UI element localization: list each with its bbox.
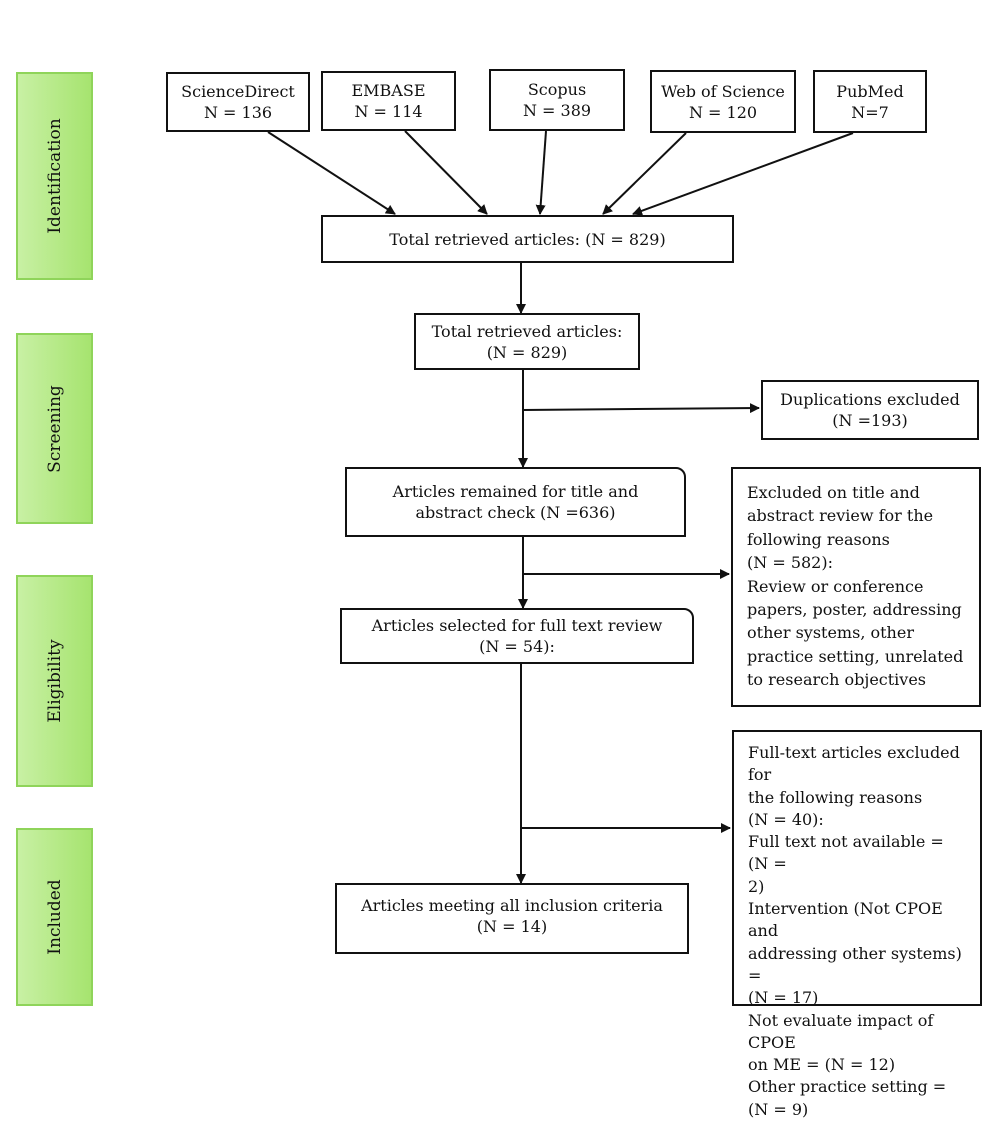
stage-identification-label: Identification bbox=[44, 118, 65, 234]
stage-included: Included bbox=[16, 828, 93, 1006]
excluded-title-line: to research objectives bbox=[747, 670, 927, 690]
total-retrieved-line2: (N = 829) bbox=[486, 342, 568, 362]
source-name: PubMed bbox=[836, 81, 904, 101]
stage-eligibility: Eligibility bbox=[16, 575, 93, 787]
source-count: N = 114 bbox=[354, 102, 423, 121]
excluded-fulltext-line: Intervention (Not CPOE and bbox=[748, 899, 943, 941]
excluded-fulltext-line: the following reasons bbox=[748, 787, 923, 807]
selected-line2: (N = 54): bbox=[479, 637, 555, 656]
excluded-fulltext-line: 2) bbox=[748, 876, 765, 896]
duplications-box: Duplications excluded (N =193) bbox=[761, 380, 979, 440]
stage-screening: Screening bbox=[16, 333, 93, 524]
source-name: Web of Science bbox=[661, 81, 785, 101]
source-name: Scopus bbox=[527, 80, 587, 99]
excluded-fulltext-line: (N = 17) bbox=[748, 988, 819, 1008]
connectors bbox=[267, 130, 854, 884]
excluded-fulltext-line: on ME = (N = 12) bbox=[748, 1055, 896, 1075]
source-web-of-science: Web of Science N = 120 bbox=[650, 70, 796, 133]
arrow-wos bbox=[602, 132, 687, 215]
remained-box: Articles remained for title and abstract… bbox=[345, 467, 686, 537]
excluded-title-line: following reasons bbox=[747, 529, 890, 549]
duplications-line2: (N =193) bbox=[832, 411, 908, 430]
source-count: N = 136 bbox=[203, 103, 273, 122]
total-retrieved-line1: Total retrieved articles: bbox=[431, 321, 623, 341]
included-line1: Articles meeting all inclusion criteria bbox=[361, 896, 663, 915]
stage-identification: Identification bbox=[16, 72, 93, 280]
excluded-title-line: Review or conference bbox=[747, 576, 924, 596]
excluded-fulltext-line: Full-text articles excluded for bbox=[748, 743, 960, 785]
stage-included-label: Included bbox=[44, 879, 65, 955]
source-count: N = 389 bbox=[522, 101, 592, 120]
excluded-title-line: other systems, other bbox=[747, 623, 914, 643]
total-retrieved-text: Total retrieved articles: (N = 829) bbox=[389, 229, 666, 249]
stage-screening-label: Screening bbox=[44, 384, 65, 473]
duplications-line1: Duplications excluded bbox=[780, 390, 960, 409]
arrow-scopus bbox=[535, 130, 547, 215]
excluded-title-line: (N = 582): bbox=[747, 553, 833, 573]
total-retrieved-box: Total retrieved articles: (N = 829) bbox=[321, 215, 734, 263]
source-name: ScienceDirect bbox=[181, 82, 295, 101]
selected-box: Articles selected for full text review (… bbox=[340, 608, 694, 664]
arrow-to-duplications bbox=[522, 403, 760, 414]
source-embase: EMBASE N = 114 bbox=[321, 71, 456, 131]
source-count: N = 120 bbox=[688, 102, 758, 122]
excluded-title-line: papers, poster, addressing bbox=[747, 600, 962, 620]
excluded-title-line: abstract review for the bbox=[747, 506, 934, 526]
source-sciencedirect: ScienceDirect N = 136 bbox=[166, 72, 310, 132]
source-name: EMBASE bbox=[351, 81, 426, 100]
excluded-fulltext-line: addressing other systems) = bbox=[748, 943, 962, 985]
excluded-fulltext-line: Full text not available = (N = bbox=[748, 832, 944, 874]
excluded-title-box: Excluded on title and abstract review fo… bbox=[731, 467, 981, 707]
remained-line1: Articles remained for title and bbox=[392, 482, 639, 501]
arrow-sciencedirect bbox=[267, 131, 396, 215]
stage-eligibility-label: Eligibility bbox=[44, 639, 65, 723]
total-retrieved-box-2: Total retrieved articles: (N = 829) bbox=[414, 313, 640, 370]
arrow-embase bbox=[404, 130, 488, 215]
source-count: N=7 bbox=[851, 102, 889, 122]
excluded-title-line: practice setting, unrelated bbox=[747, 646, 964, 666]
arrow-pubmed bbox=[632, 132, 854, 216]
prisma-flow-diagram: Identification Screening Eligibility Inc… bbox=[16, 69, 982, 1119]
included-box: Articles meeting all inclusion criteria … bbox=[335, 883, 689, 954]
source-pubmed: PubMed N=7 bbox=[813, 70, 927, 133]
remained-line2: abstract check (N =636) bbox=[415, 503, 616, 522]
selected-line1: Articles selected for full text review bbox=[371, 616, 663, 635]
excluded-fulltext-box: Full-text articles excluded for the foll… bbox=[732, 730, 982, 1119]
excluded-title-line: Excluded on title and bbox=[747, 483, 920, 502]
excluded-fulltext-line: (N = 9) bbox=[748, 1099, 809, 1119]
excluded-fulltext-line: Not evaluate impact of CPOE bbox=[748, 1010, 934, 1052]
excluded-fulltext-line: (N = 40): bbox=[748, 809, 824, 829]
source-scopus: Scopus N = 389 bbox=[489, 69, 625, 131]
included-line2: (N = 14) bbox=[476, 917, 548, 936]
